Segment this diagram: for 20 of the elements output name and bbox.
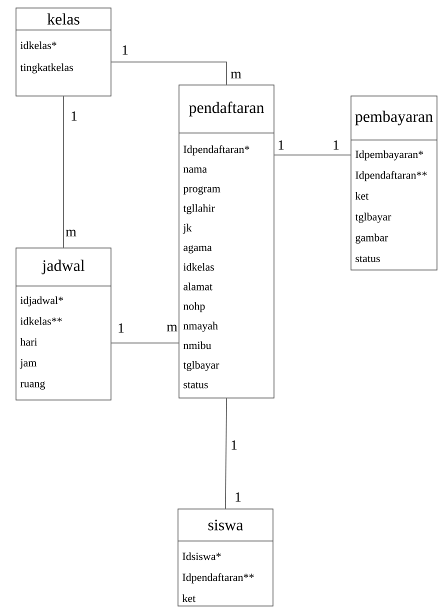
cardinality-label: 1 — [334, 140, 339, 150]
entity-box: pendaftaran Idpendaftaran* nama program tgllahir jk agama idkelas alamat nohp nmayah nmibu tglbayar status — [178, 84, 274, 398]
cardinality-label: 1 — [236, 492, 241, 502]
cardinality-label: 1 — [278, 140, 284, 150]
connector-line — [110, 342, 180, 344]
cardinality-label: 1 — [122, 45, 128, 55]
entity-box: jadwal idjadwal* idkelas** hari jam ruang — [16, 248, 112, 400]
connector-line — [63, 96, 64, 248]
cardinality-label: 1 — [72, 111, 77, 121]
cardinality-label: 1 — [118, 323, 124, 333]
connector-line — [274, 154, 352, 156]
entity-box: siswa Idsiswa* Idpendaftaran** ket — [178, 508, 274, 606]
connector-line — [110, 62, 227, 86]
cardinality-label: m — [166, 324, 178, 332]
cardinality-label: m — [66, 230, 76, 236]
cardinality-label: m — [230, 72, 242, 78]
entity-box: pembayaran Idpembayaran* Idpendaftaran** ket tglbayar gambar status — [350, 96, 438, 270]
entity-box: kelas idkelas* tingkatkelas — [16, 8, 112, 96]
connector-line — [225, 398, 227, 510]
cardinality-label: 1 — [232, 440, 237, 450]
